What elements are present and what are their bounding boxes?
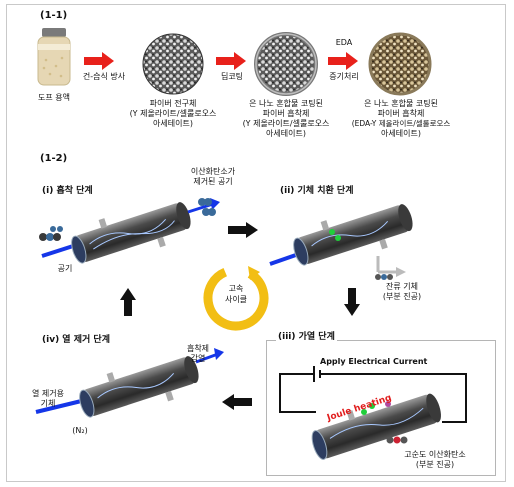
co2-molecules-in-icon <box>39 226 63 241</box>
module-ii-icon <box>269 204 413 277</box>
step-iii-title: (iii) 가열 단계 <box>276 329 337 342</box>
step3-label-line1: EDA <box>335 38 353 47</box>
fiber-precursor-disk-icon <box>142 33 204 95</box>
center-label-line1: 고속 <box>228 284 244 293</box>
stage3-label-line1: 은 나노 혼합물 코팅된 <box>249 99 323 108</box>
residual-gas-molecules-icon <box>375 274 393 280</box>
module-i-icon <box>41 198 220 264</box>
cycle-arrow-right-icon <box>228 222 258 238</box>
section-label-1-2: (1-2) <box>40 153 68 164</box>
step-i-out-line1: 이산화탄소가 <box>190 167 236 176</box>
stage2-label-line2: (Y 제올라이트/셀룰로오스 <box>129 109 217 118</box>
apply-current-label: Apply Electrical Current <box>320 357 428 366</box>
stage4-label-line4: 아세테이트) <box>381 129 421 138</box>
step-i-out-line2: 제거된 공기 <box>193 177 233 186</box>
stage4-label-line1: 은 나노 혼합물 코팅된 <box>364 99 438 108</box>
coated-fiber-disk-icon <box>254 32 318 96</box>
cycle-arrow-up-icon <box>120 288 136 316</box>
dope-solution-jar-icon <box>37 28 71 86</box>
stage4-label-line3: (EDA-Y 제올라이트/셀룰로오스 <box>351 119 451 128</box>
stage1-label: 도프 용액 <box>38 93 70 102</box>
step3-label-line2: 증기처리 <box>329 72 359 81</box>
step-iv-in-line1: 열 제거용 <box>32 389 64 398</box>
step-iv-in-line2: 기체 <box>40 399 56 408</box>
module-iv-icon <box>35 348 224 418</box>
step-iii-out-line2: (부분 진공) <box>415 460 455 469</box>
cycle-arrow-left-icon <box>222 394 252 410</box>
stage3-label-line3: (Y 제올라이트/셀룰로오스 <box>242 119 330 128</box>
heating-step-box <box>266 340 496 476</box>
step-iv-out-line2: 감열 <box>190 354 206 363</box>
section-label-1-1: (1-1) <box>40 10 68 21</box>
center-label-line2: 사이클 <box>224 295 248 304</box>
step1-label: 건-습식 방사 <box>82 72 126 81</box>
pure-co2-molecules-icon <box>386 436 408 444</box>
step-ii-out-line1: 잔류 기체 <box>386 282 418 291</box>
process-arrow-3-icon <box>328 52 358 70</box>
eda-treated-fiber-disk-icon <box>368 32 432 96</box>
step-iv-out-line1: 흡착제 <box>186 344 210 353</box>
step-i-in-label: 공기 <box>57 264 73 273</box>
stage2-label-line3: 아세테이트) <box>153 119 193 128</box>
stage4-label-line2: 파이버 흡착제 <box>377 109 425 118</box>
process-arrow-1-icon <box>84 52 114 70</box>
stage2-label-line1: 파이버 전구체 <box>149 99 197 108</box>
process-arrow-2-icon <box>216 52 246 70</box>
step-i-title: (i) 흡착 단계 <box>42 186 93 196</box>
step-ii-out-line2: (부분 진공) <box>382 292 422 301</box>
n2-molecules-out-icon <box>198 198 216 216</box>
step-iv-gas-label: (N₂) <box>72 426 88 435</box>
fast-cycle-ring-icon <box>203 265 269 331</box>
stage3-label-line2: 파이버 흡착제 <box>262 109 310 118</box>
step-ii-title: (ii) 기체 치환 단계 <box>280 186 354 196</box>
step-iii-out-line1: 고순도 이산화탄소 <box>404 450 466 459</box>
figure-frame <box>6 4 506 482</box>
step-iv-title: (iv) 열 제거 단계 <box>42 335 110 345</box>
module-iii-icon <box>279 366 467 460</box>
cycle-arrow-down-icon <box>344 288 360 316</box>
stage3-label-line4: 아세테이트) <box>266 129 306 138</box>
step2-label: 딥코팅 <box>220 72 244 81</box>
